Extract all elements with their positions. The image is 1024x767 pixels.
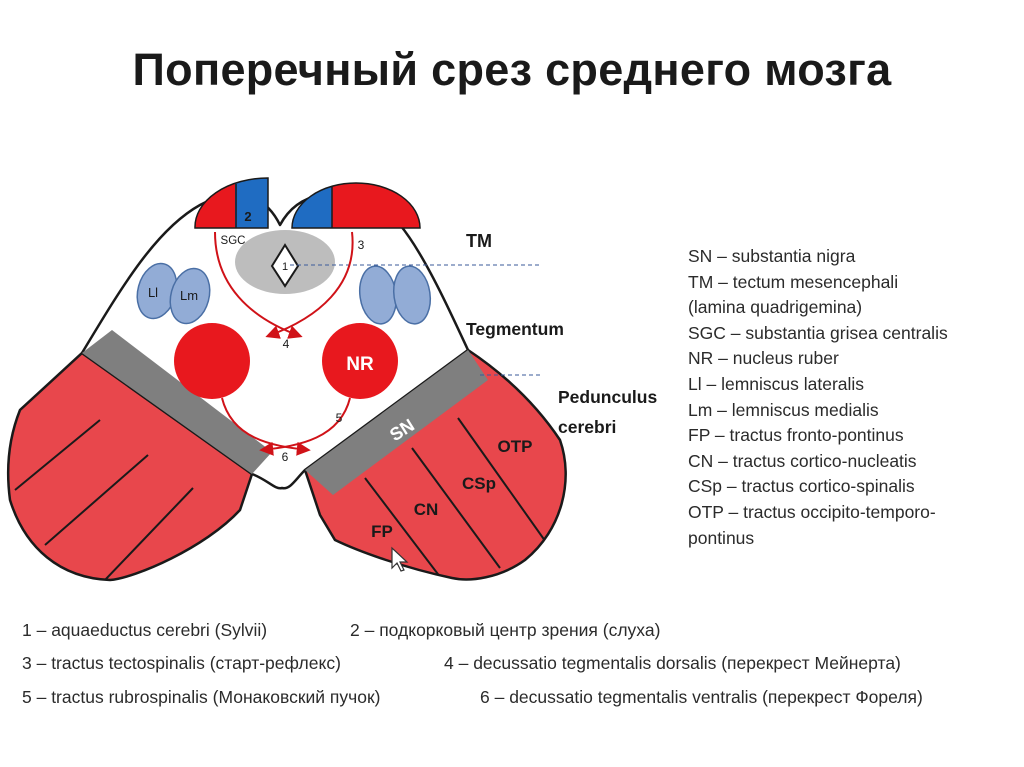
legend-item: SN – substantia nigra <box>688 244 1018 270</box>
label-tegmentum: Tegmentum <box>466 319 564 339</box>
label-nr: NR <box>346 354 374 375</box>
legend-item: pontinus <box>688 526 1018 552</box>
label-tm: TM <box>466 231 492 251</box>
label-cn: CN <box>414 500 439 519</box>
legend-item: CN – tractus cortico-nucleatis <box>688 449 1018 475</box>
legend-item: Ll – lemniscus lateralis <box>688 372 1018 398</box>
note-3: 3 – tractus tectospinalis (старт-рефлекс… <box>22 653 341 674</box>
left-colliculus-cap <box>190 170 275 230</box>
label-sgc: SGC <box>221 235 246 247</box>
label-csp: CSp <box>462 474 496 493</box>
right-colliculus-cap <box>290 175 427 235</box>
note-6: 6 – decussatio tegmentalis ventralis (пе… <box>480 687 923 708</box>
label-otp: OTP <box>498 437 533 456</box>
label-number-1: 1 <box>282 261 288 273</box>
label-lm: Lm <box>180 288 198 303</box>
legend-item: TM – tectum mesencephali <box>688 270 1018 296</box>
legend-item: OTP – tractus occipito-temporo- <box>688 500 1018 526</box>
legend-item: NR – nucleus ruber <box>688 346 1018 372</box>
legend-item: Lm – lemniscus medialis <box>688 398 1018 424</box>
nucleus-ruber-left <box>174 323 250 399</box>
note-2: 2 – подкорковый центр зрения (слуха) <box>350 620 660 641</box>
label-number-4: 4 <box>283 337 290 351</box>
label-number-6: 6 <box>282 450 289 464</box>
label-cerebri: cerebri <box>558 417 616 437</box>
label-fp: FP <box>371 522 393 541</box>
label-number-3: 3 <box>358 238 365 252</box>
label-pedunculus: Pedunculus <box>558 387 657 407</box>
legend-item: FP – tractus fronto-pontinus <box>688 423 1018 449</box>
note-1: 1 – aquaeductus cerebri (Sylvii) <box>22 620 267 641</box>
left-cap-red-part <box>190 170 235 230</box>
label-ll: Ll <box>148 285 158 300</box>
abbreviation-legend: SN – substantia nigra TM – tectum mesenc… <box>688 244 1018 551</box>
legend-item: CSp – tractus cortico-spinalis <box>688 474 1018 500</box>
note-5: 5 – tractus rubrospinalis (Монаковский п… <box>22 687 380 708</box>
label-number-5: 5 <box>336 411 343 425</box>
note-4: 4 – decussatio tegmentalis dorsalis (пер… <box>444 653 901 674</box>
legend-item: SGC – substantia grisea centralis <box>688 321 1018 347</box>
label-number-2: 2 <box>244 209 251 224</box>
legend-item: (lamina quadrigemina) <box>688 295 1018 321</box>
